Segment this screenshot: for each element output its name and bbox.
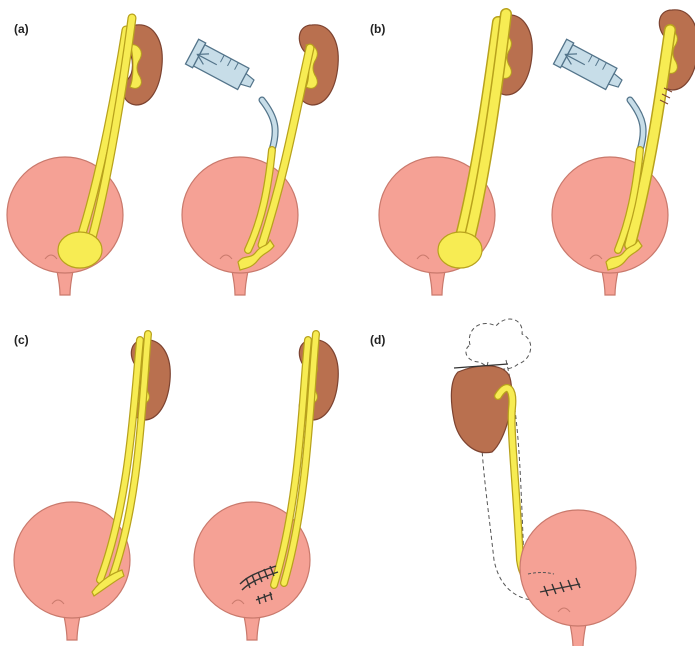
panel-a-right [182,25,338,295]
panel-b-right [552,10,695,295]
panel-c-left [14,334,170,640]
panel-b-left [379,14,532,295]
panel-a-left [7,18,162,295]
panel-c-right [194,334,338,640]
panel-d [451,319,636,646]
